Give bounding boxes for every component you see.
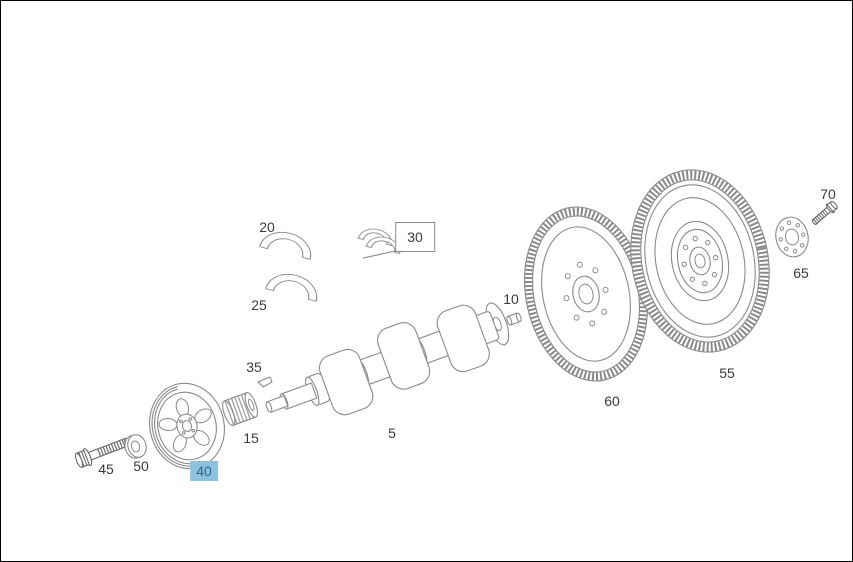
flywheel-drawing — [630, 169, 770, 353]
part-label-45[interactable]: 45 — [98, 461, 114, 477]
part-label-10[interactable]: 10 — [503, 291, 519, 307]
thrust-shell-a-drawing — [357, 228, 393, 246]
part-label-55[interactable]: 55 — [719, 365, 735, 381]
pilot-bushing-drawing — [506, 312, 522, 326]
callout-leader-line — [362, 249, 401, 259]
gear-drawing — [222, 392, 258, 426]
part-label-50[interactable]: 50 — [133, 458, 149, 474]
part-label-30[interactable]: 30 — [395, 222, 435, 252]
crankshaft-drawing — [265, 302, 510, 416]
part-label-5[interactable]: 5 — [388, 425, 396, 441]
part-label-60[interactable]: 60 — [604, 393, 620, 409]
crank-bolt-drawing — [74, 437, 130, 468]
part-label-20[interactable]: 20 — [259, 219, 275, 235]
part-label-25[interactable]: 25 — [251, 297, 267, 313]
part-label-15[interactable]: 15 — [243, 430, 259, 446]
bearing-shell-lower-drawing — [265, 273, 318, 302]
part-label-70[interactable]: 70 — [820, 186, 836, 202]
part-label-40[interactable]: 40 — [190, 461, 218, 481]
flywheel-bolt-drawing — [811, 200, 838, 225]
pulley-drawing — [149, 382, 225, 470]
thrust-shell-b-drawing — [365, 236, 401, 254]
ring-gear-drawing — [523, 206, 649, 382]
washer-drawing — [124, 434, 147, 459]
bearing-shell-upper-drawing — [259, 231, 312, 260]
part-label-35[interactable]: 35 — [246, 359, 262, 375]
spacer-plate-drawing — [775, 216, 809, 258]
key-drawing — [257, 376, 273, 388]
part-label-65[interactable]: 65 — [793, 265, 809, 281]
